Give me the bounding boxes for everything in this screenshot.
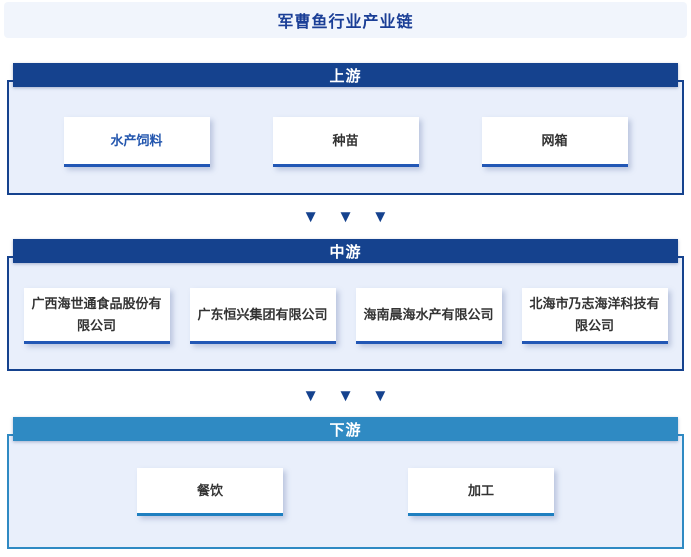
arrows-row-midstream-to-downstream: ▼ ▼ ▼ [0, 387, 691, 405]
chain-item-company-2: 广东恒兴集团有限公司 [189, 288, 336, 344]
section-midstream-header: 中游 [13, 239, 678, 263]
section-downstream-body: 餐饮 加工 [7, 434, 684, 549]
chain-item-company-3: 海南晨海水产有限公司 [355, 288, 502, 344]
chain-item-company-1: 广西海世通食品股份有限公司 [23, 288, 170, 344]
down-arrow-icon: ▼ [337, 207, 354, 226]
section-upstream-body: 水产饲料 种苗 网箱 [7, 80, 684, 195]
chain-item-processing: 加工 [408, 468, 554, 516]
down-arrow-icon: ▼ [371, 386, 389, 405]
down-arrow-icon: ▼ [337, 386, 354, 405]
chain-item-company-4: 北海市乃志海洋科技有限公司 [521, 288, 668, 344]
chain-item-seedlings: 种苗 [272, 117, 419, 167]
chain-item-aquatic-feed: 水产饲料 [63, 117, 210, 167]
section-downstream-header: 下游 [13, 417, 678, 441]
down-arrow-icon: ▼ [302, 386, 320, 405]
section-upstream: 上游 水产饲料 种苗 网箱 [7, 63, 684, 195]
title-band: 军曹鱼行业产业链 [4, 2, 687, 38]
section-downstream: 下游 餐饮 加工 [7, 417, 684, 549]
page-title: 军曹鱼行业产业链 [277, 14, 414, 31]
down-arrow-icon: ▼ [302, 207, 320, 226]
section-upstream-header: 上游 [13, 63, 678, 87]
arrows-row-upstream-to-midstream: ▼ ▼ ▼ [0, 208, 691, 226]
section-midstream: 中游 广西海世通食品股份有限公司 广东恒兴集团有限公司 海南晨海水产有限公司 北… [7, 239, 684, 371]
down-arrow-icon: ▼ [371, 207, 389, 226]
chain-item-net-cage: 网箱 [481, 117, 628, 167]
section-midstream-body: 广西海世通食品股份有限公司 广东恒兴集团有限公司 海南晨海水产有限公司 北海市乃… [7, 256, 684, 371]
chain-item-catering: 餐饮 [137, 468, 283, 516]
